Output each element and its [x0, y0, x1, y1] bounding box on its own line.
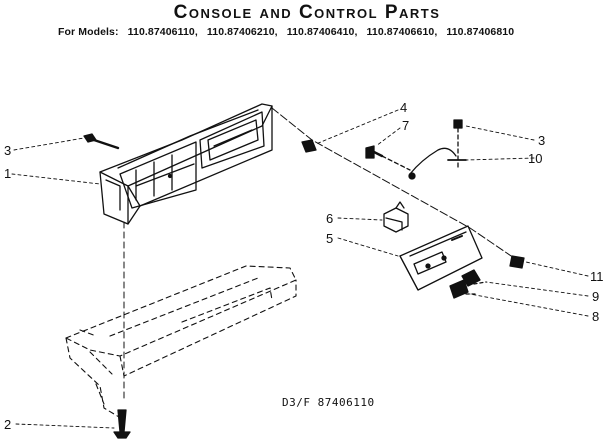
diagram-title: Console and Control Parts	[173, 2, 441, 23]
screw-bottom	[113, 409, 131, 439]
callout-leaders	[11, 109, 589, 429]
models-label: For Models:	[58, 26, 119, 38]
cabinet-top	[65, 265, 297, 421]
callout-3-right: 3	[538, 133, 546, 148]
callout-8: 8	[592, 309, 600, 324]
callout-6: 6	[326, 211, 334, 226]
console-housing	[99, 103, 273, 225]
model-number: 110.87406210,	[206, 26, 278, 38]
model-list: For Models: 110.87406110, 110.87406210, …	[58, 26, 520, 38]
assembly-leader	[271, 107, 521, 263]
callout-10: 10	[528, 151, 543, 166]
callout-1: 1	[4, 166, 12, 181]
model-number: 110.87406110,	[127, 26, 198, 38]
clip-part	[301, 139, 317, 153]
callout-2: 2	[4, 417, 12, 432]
bracket-part	[383, 201, 409, 233]
knob-part-9	[461, 269, 487, 287]
screw-left	[83, 133, 120, 150]
screw-part-7	[365, 145, 411, 171]
callout-5: 5	[326, 231, 334, 246]
model-number: 110.87406410,	[286, 26, 358, 38]
model-number: 110.87406810	[446, 26, 515, 38]
screw-part-11	[509, 255, 525, 269]
callout-9: 9	[592, 289, 600, 304]
drawing-reference: D3/F 87406110	[282, 396, 375, 409]
callout-11: 11	[590, 269, 604, 284]
callout-7: 7	[402, 118, 410, 133]
model-number: 110.87406610,	[366, 26, 438, 38]
callout-3-left: 3	[4, 143, 12, 158]
callout-4: 4	[400, 100, 408, 115]
control-panel	[399, 225, 483, 291]
wire-harness	[408, 147, 467, 180]
knob-part-8	[449, 279, 479, 299]
screw-right	[453, 119, 463, 169]
